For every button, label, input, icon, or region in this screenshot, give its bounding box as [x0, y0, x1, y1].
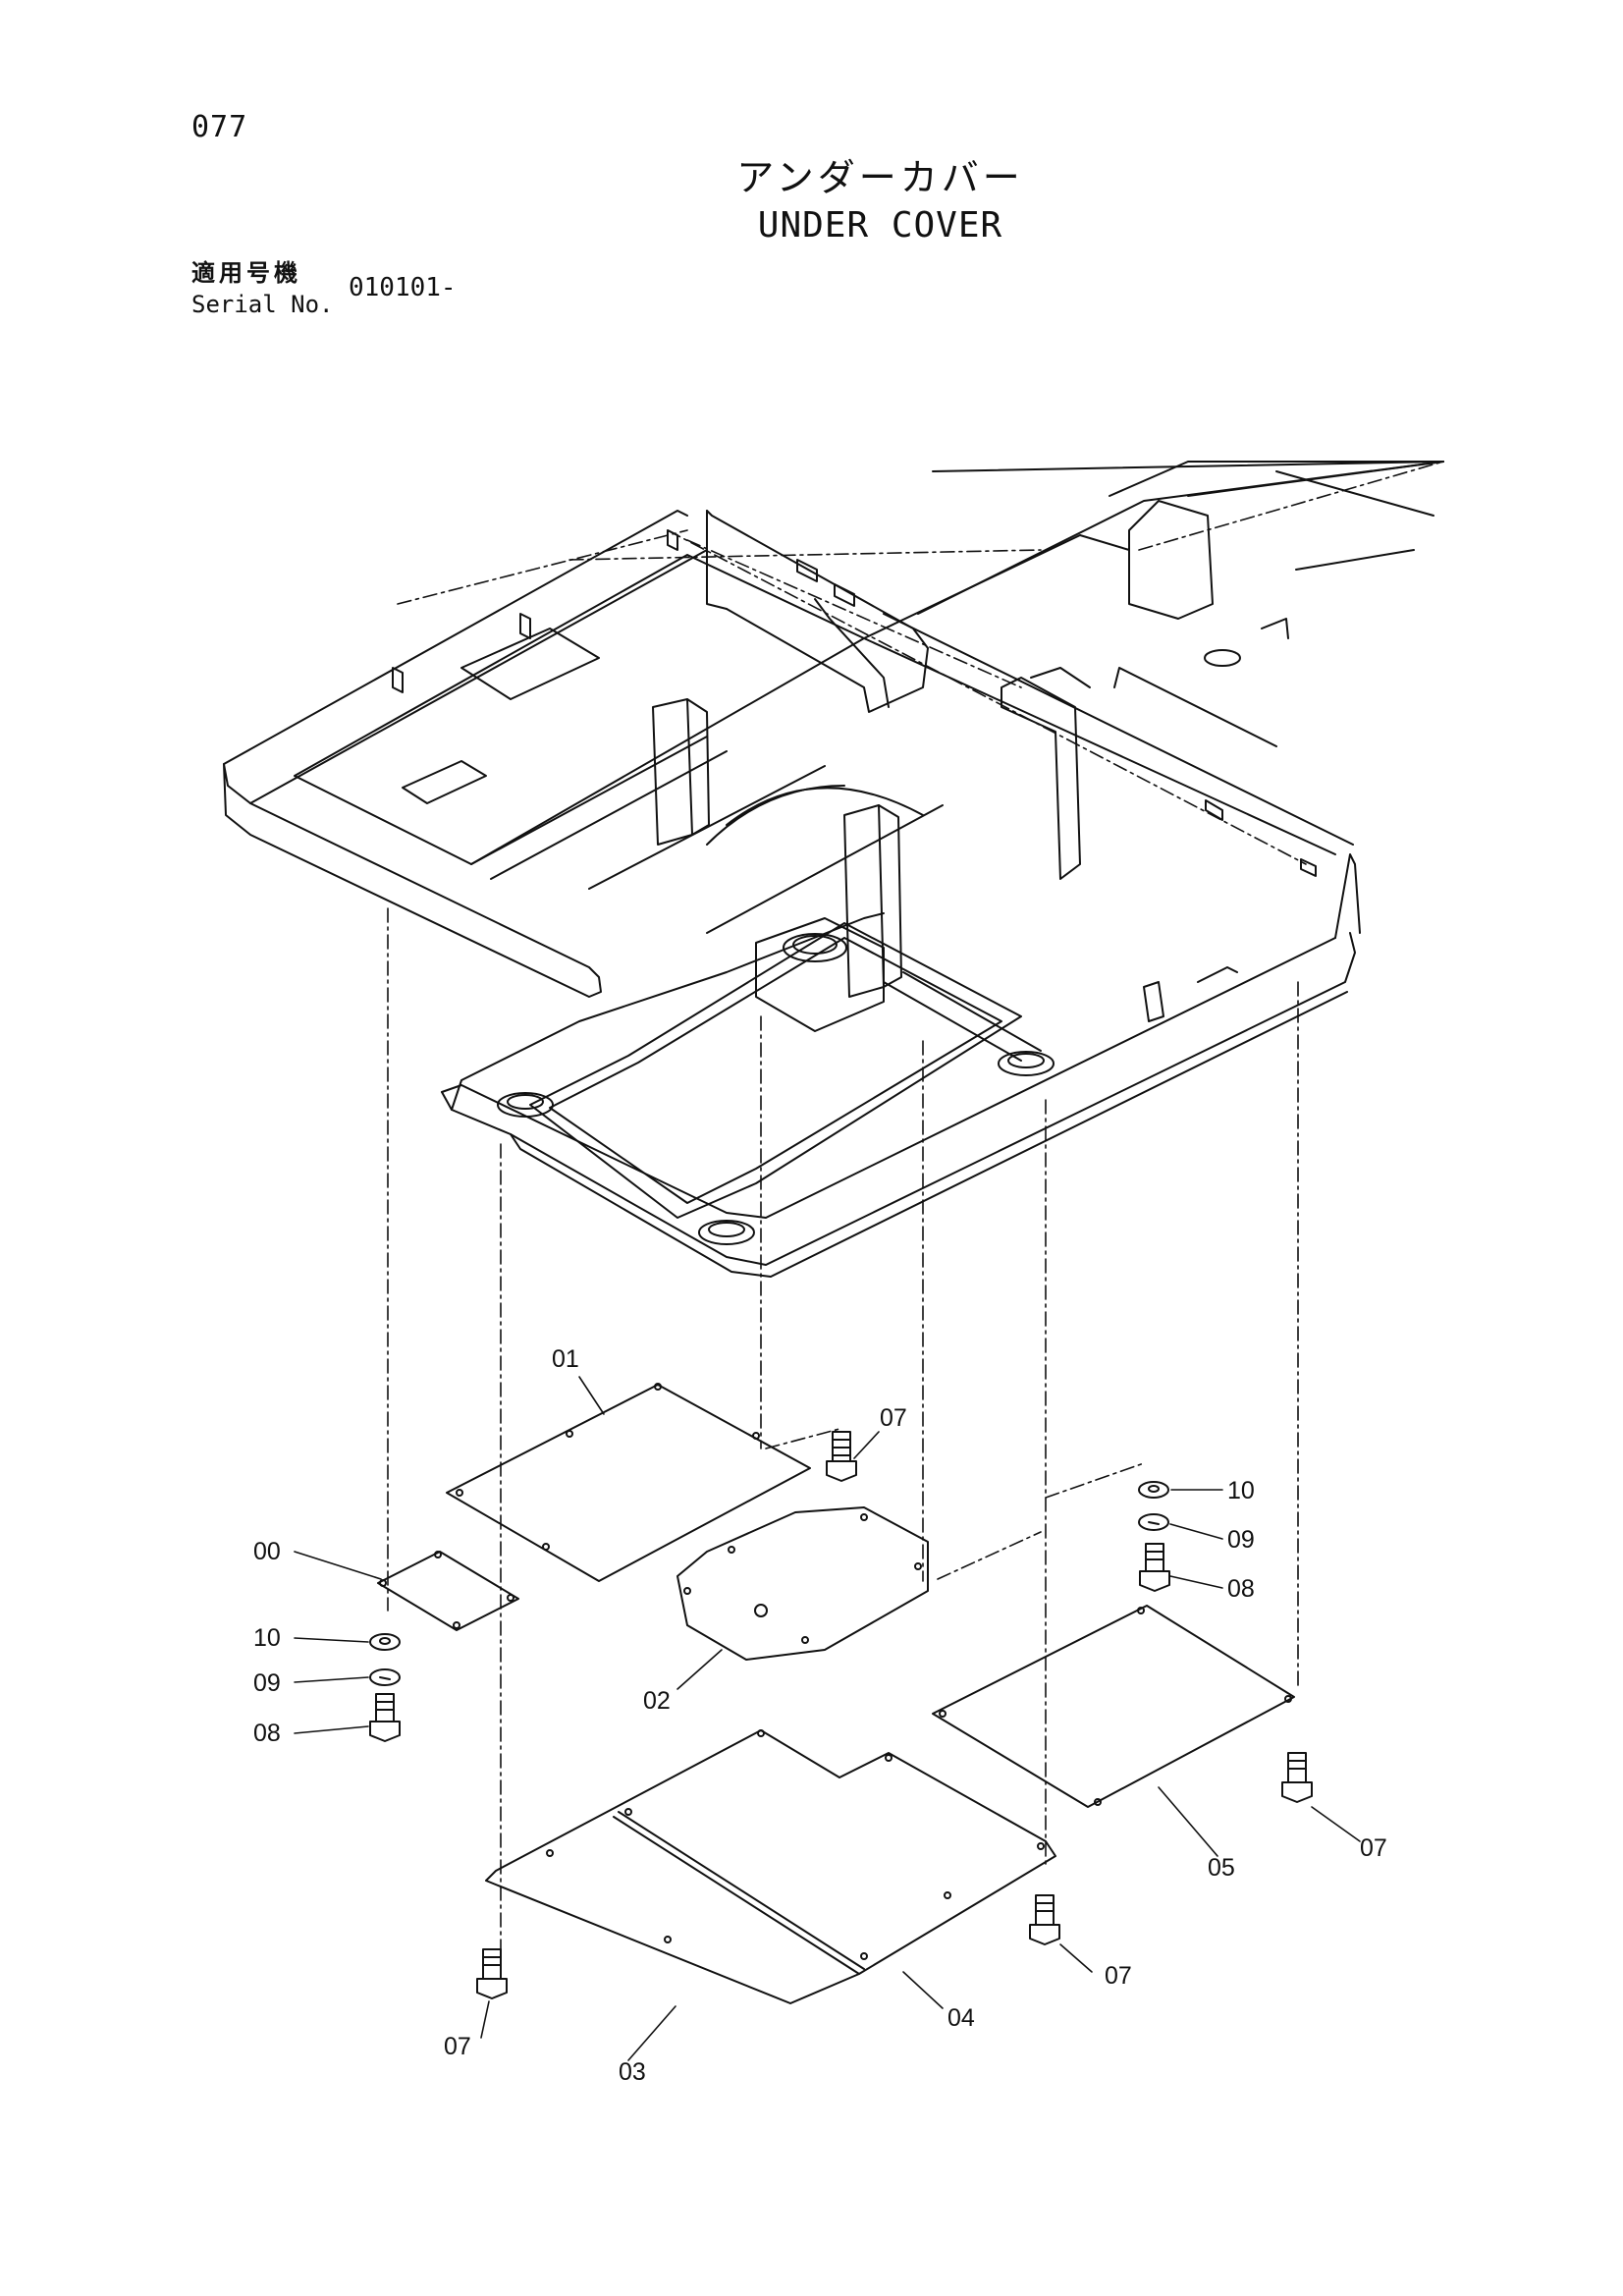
callout-08-right: 08: [1227, 1575, 1255, 1603]
part-02-plate: [676, 1506, 929, 1661]
revolving-frame: [223, 461, 1444, 1278]
callout-02: 02: [643, 1687, 671, 1715]
bolt-07-left: [476, 1948, 508, 1999]
callout-10-right: 10: [1227, 1477, 1255, 1504]
diagram-title: アンダーカバー UNDER COVER: [0, 147, 1623, 246]
washers-bolt-left: [369, 1633, 401, 1742]
callout-07-top: 07: [880, 1404, 907, 1432]
leader-lines: [294, 1376, 1361, 2061]
callout-00: 00: [253, 1538, 281, 1565]
callout-05: 05: [1208, 1854, 1235, 1882]
callout-04: 04: [947, 2004, 975, 2032]
serial-label-english: Serial No.: [191, 291, 334, 318]
callout-labels: 01 07 10 09 08 00 10 09 08 02 05 07 07 0…: [253, 1345, 1387, 2086]
part-05-plate: [932, 1605, 1295, 1808]
callout-03: 03: [619, 2058, 646, 2086]
callout-09-left: 09: [253, 1669, 281, 1697]
callout-07-middle: 07: [1105, 1962, 1132, 1990]
page-number: 077: [191, 110, 248, 144]
part-00-cover: [377, 1551, 519, 1631]
callout-07-left: 07: [444, 2033, 471, 2060]
callout-07-right: 07: [1360, 1834, 1387, 1862]
title-english: UNDER COVER: [757, 205, 1003, 246]
callout-01: 01: [552, 1345, 579, 1373]
washers-bolt-right: [1138, 1481, 1170, 1592]
callout-08-left: 08: [253, 1720, 281, 1747]
projection-lines: [387, 461, 1444, 1950]
serial-number-value: 010101-: [349, 273, 457, 302]
serial-label-block: 適用号機 Serial No.: [191, 257, 334, 320]
title-japanese: アンダーカバー: [736, 156, 1024, 199]
serial-label-japanese: 適用号機: [191, 259, 301, 287]
part-01-plate: [446, 1383, 811, 1582]
bolt-07-middle: [1029, 1894, 1060, 1945]
callout-10-left: 10: [253, 1624, 281, 1652]
bolt-07-right: [1281, 1752, 1313, 1803]
callout-09-right: 09: [1227, 1526, 1255, 1554]
bolt-07-top: [826, 1431, 857, 1482]
part-03-04-plate: [485, 1729, 1056, 2004]
